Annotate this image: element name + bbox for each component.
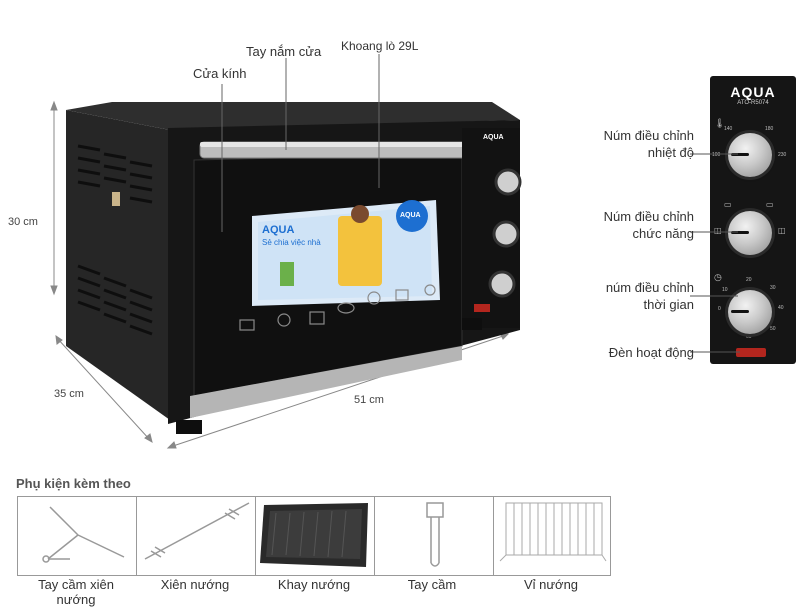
accessory-label: Tay cầm xiên nướng (38, 577, 114, 607)
function-mode-icon: ◫ (778, 226, 786, 235)
side-label-sticker (112, 192, 120, 206)
label-function-knob: Núm điều chỉnh chức năng (603, 209, 694, 241)
oven-foot (176, 420, 202, 434)
function-knob[interactable] (728, 211, 772, 255)
vent-slots (77, 144, 153, 336)
callout-cavity: Khoang lò 29L (341, 39, 419, 53)
wire-rack-icon (499, 502, 607, 562)
front-knob-function (492, 220, 520, 248)
tray-handle-icon (426, 502, 444, 567)
accessories-title: Phụ kiện kèm theo (16, 476, 131, 491)
power-indicator-light (736, 348, 766, 357)
front-knob-timer (488, 270, 516, 298)
accessory-label: Khay nướng (277, 577, 351, 592)
clock-icon: ◷ (714, 272, 722, 282)
accessory-rotisserie-skewer (137, 497, 256, 575)
screen-slogan: Sẻ chia việc nhà (262, 238, 321, 247)
accessory-wire-rack (494, 497, 612, 575)
temp-tick: 140 (724, 126, 733, 132)
panel-brand-logo: AQUA (730, 84, 776, 100)
rotisserie-skewer-icon (144, 502, 250, 560)
thermometer-icon: 🌡 (714, 118, 726, 128)
screen-badge: AQUA (400, 212, 421, 219)
mode-icons (239, 284, 436, 331)
screen-brand: AQUA (262, 224, 295, 236)
dimension-depth: 35 cm (54, 388, 84, 400)
label-power-light: Đèn hoạt động (608, 345, 694, 360)
temp-tick: 180 (765, 126, 774, 132)
panel-leader-lines (690, 153, 740, 353)
accessory-tray-handle (375, 497, 494, 575)
oven-brand-logo: AQUA (483, 134, 504, 141)
oven-foot (462, 318, 482, 330)
function-mode-icon: ▭ (724, 200, 732, 209)
function-mode-icon: ▭ (766, 200, 774, 209)
timer-tick: 60 (746, 334, 752, 340)
accessories-grid (17, 496, 611, 576)
timer-knob[interactable] (728, 290, 772, 334)
timer-tick: 10 (722, 287, 728, 293)
function-mode-icon: ◫ (714, 226, 722, 235)
callout-door-handle: Tay nắm cửa (246, 44, 322, 59)
timer-tick: 20 (746, 277, 752, 283)
accessory-baking-tray (256, 497, 375, 575)
timer-tick: 50 (770, 326, 776, 332)
accessory-label: Tay cầm (407, 577, 457, 592)
label-timer-knob: núm điều chỉnh thời gian (605, 280, 694, 312)
temperature-knob[interactable] (728, 133, 772, 177)
front-power-light (474, 304, 490, 312)
accessory-skewer-handle (18, 497, 137, 575)
skewer-handle-icon (42, 506, 125, 563)
oven-screen-card (252, 200, 440, 306)
temp-tick: 100 (712, 152, 721, 158)
accessory-label: Vỉ nướng (523, 577, 579, 592)
temp-tick: 230 (778, 152, 787, 158)
callout-door-glass: Cửa kính (193, 66, 247, 81)
baking-tray-icon (260, 503, 368, 567)
panel-model-number: ATO-R5074 (737, 100, 769, 106)
front-knob-temp (494, 168, 522, 196)
oven-illustration (50, 54, 522, 449)
timer-tick: 30 (770, 285, 776, 291)
timer-tick: 0 (718, 306, 721, 312)
timer-tick: 40 (778, 305, 784, 311)
label-temperature-knob: Núm điều chỉnh nhiệt độ (603, 128, 694, 160)
dimension-width: 51 cm (354, 394, 384, 406)
dimension-height: 30 cm (8, 216, 38, 228)
door-bottom-trim (190, 346, 462, 418)
accessory-label: Xiên nướng (160, 577, 230, 592)
